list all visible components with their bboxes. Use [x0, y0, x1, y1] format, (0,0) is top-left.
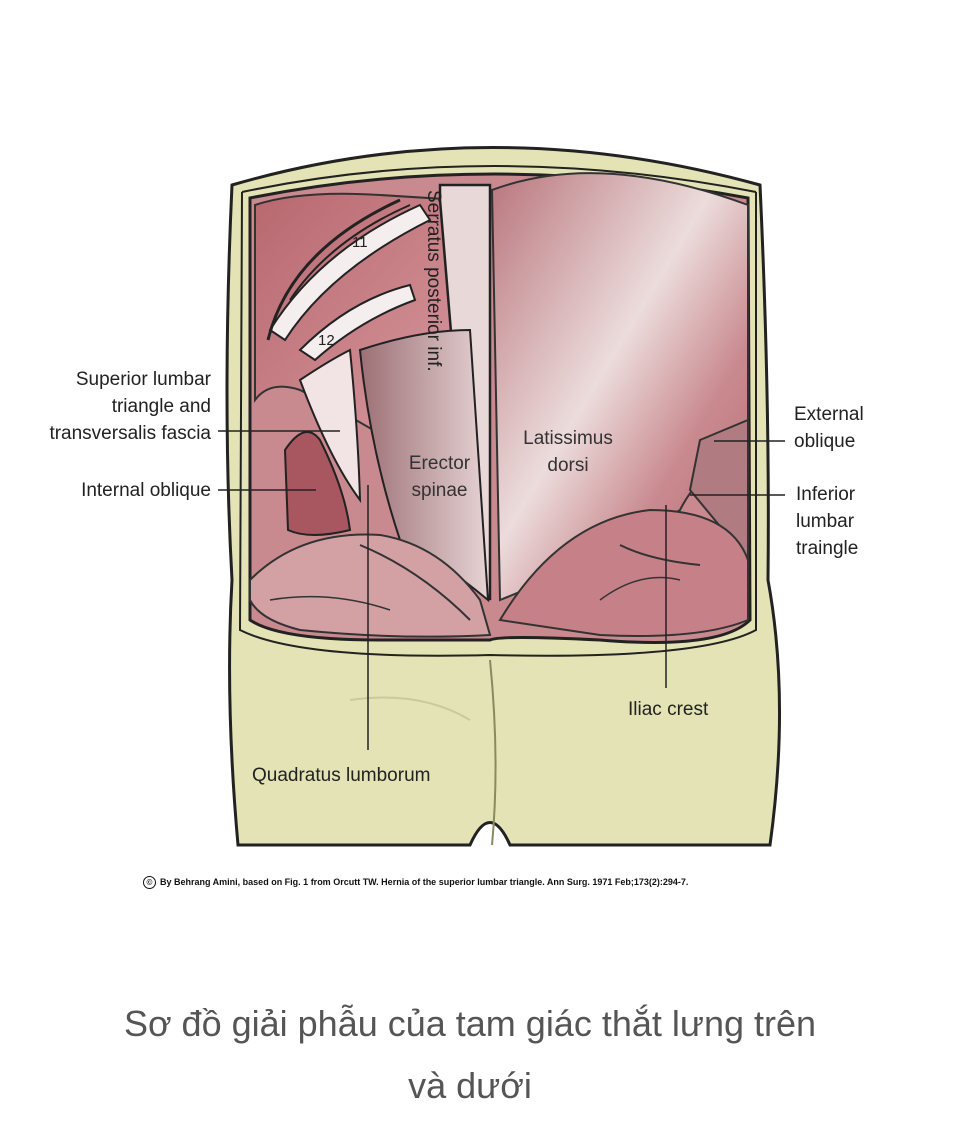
- rib-12-number: 12: [318, 332, 335, 349]
- label-inferior-lumbar-triangle: Inferior lumbar traingle: [796, 484, 859, 559]
- rib-12: [298, 283, 417, 362]
- lumbar-anatomy-illustration: 11 12: [218, 146, 785, 847]
- gluteal-left: [249, 533, 492, 638]
- caption-line-2: và dưới: [408, 1065, 532, 1106]
- label-iliac-crest: Iliac crest: [628, 699, 709, 720]
- gluteal-right: [498, 508, 749, 637]
- label-external-oblique: External oblique: [794, 404, 864, 452]
- figure-caption: Sơ đồ giải phẫu của tam giác thắt lưng t…: [20, 993, 920, 1117]
- rib-11: [268, 203, 432, 342]
- label-serratus-posterior-inf: Serratus posterior inf.: [423, 190, 444, 372]
- rib-11-number: 11: [352, 234, 368, 251]
- internal-oblique-muscle: [283, 431, 352, 536]
- label-internal-oblique: Internal oblique: [81, 480, 211, 501]
- caption-line-1: Sơ đồ giải phẫu của tam giác thắt lưng t…: [123, 1003, 817, 1044]
- label-erector-spinae: Erector spinae: [408, 453, 471, 501]
- superior-lumbar-triangle: [298, 348, 362, 504]
- figure-credit: © By Behrang Amini, based on Fig. 1 from …: [143, 876, 688, 889]
- credit-text: By Behrang Amini, based on Fig. 1 from O…: [160, 876, 689, 887]
- copyright-icon: ©: [143, 876, 156, 889]
- label-superior-lumbar-triangle: Superior lumbar triangle and transversal…: [49, 369, 211, 444]
- label-latissimus-dorsi: Latissimus dorsi: [523, 428, 613, 476]
- gluteal-cleft: [489, 659, 497, 846]
- label-quadratus-lumborum: Quadratus lumborum: [252, 765, 431, 786]
